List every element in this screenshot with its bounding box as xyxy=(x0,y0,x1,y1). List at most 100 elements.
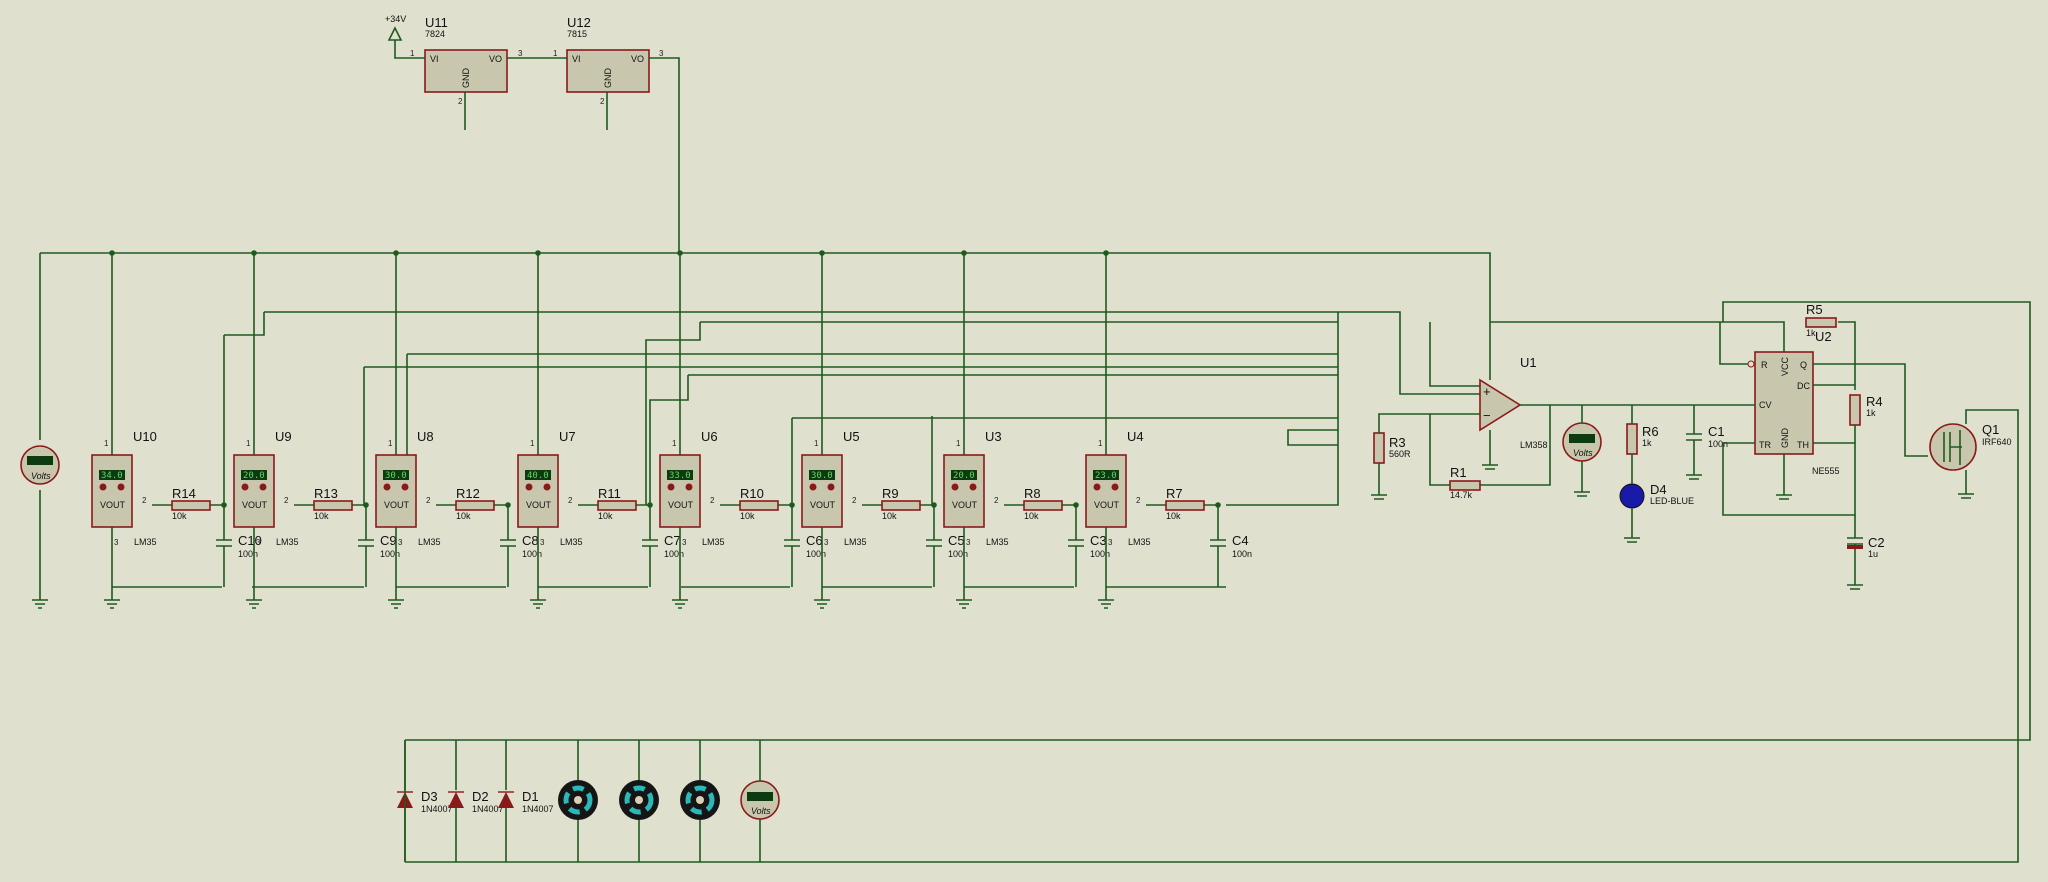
resistor-r9[interactable] xyxy=(881,500,921,511)
resistor-r3[interactable]: R3 560R xyxy=(1371,413,1430,500)
resistor-r14[interactable] xyxy=(171,500,211,511)
svg-text:2: 2 xyxy=(852,496,857,505)
led-d4[interactable]: R6 1k D4 LED-BLUE xyxy=(1619,405,1694,543)
svg-text:1: 1 xyxy=(104,439,109,448)
resistor-r10[interactable] xyxy=(739,500,779,511)
voltmeter-motor[interactable]: Volts xyxy=(740,780,780,820)
svg-text:2: 2 xyxy=(142,496,147,505)
svg-text:VO: VO xyxy=(489,54,502,64)
svg-text:GND: GND xyxy=(1780,428,1790,449)
svg-text:C2: C2 xyxy=(1868,535,1885,550)
svg-text:100n: 100n xyxy=(238,549,258,559)
svg-text:Volts: Volts xyxy=(31,471,51,481)
svg-text:3: 3 xyxy=(659,49,664,58)
voltmeter-output[interactable]: Volts xyxy=(1562,405,1602,497)
svg-text:1: 1 xyxy=(246,439,251,448)
svg-text:7824: 7824 xyxy=(425,29,445,39)
sensor-reading: 33.0 xyxy=(669,471,691,481)
svg-text:R1: R1 xyxy=(1450,465,1467,480)
svg-text:1N4007: 1N4007 xyxy=(522,804,554,814)
svg-text:10k: 10k xyxy=(1166,511,1181,521)
svg-text:VOUT: VOUT xyxy=(1094,500,1120,510)
svg-text:TR: TR xyxy=(1759,440,1771,450)
svg-text:U7: U7 xyxy=(559,429,576,444)
svg-text:3: 3 xyxy=(682,538,687,547)
svg-text:3: 3 xyxy=(114,538,119,547)
svg-text:DC: DC xyxy=(1797,381,1810,391)
svg-text:Volts: Volts xyxy=(751,806,771,816)
svg-text:1N4007: 1N4007 xyxy=(421,804,453,814)
svg-text:2: 2 xyxy=(710,496,715,505)
resistor-r11[interactable] xyxy=(597,500,637,511)
resistor-r1[interactable]: R1 14.7k xyxy=(1449,465,1481,500)
svg-text:R12: R12 xyxy=(456,486,480,501)
svg-text:2: 2 xyxy=(284,496,289,505)
svg-text:100n: 100n xyxy=(1708,439,1728,449)
regulator-u12[interactable]: U12 7815 VI VO GND 1 3 2 xyxy=(553,15,680,253)
svg-text:VCC: VCC xyxy=(1780,356,1790,376)
sensor-reading: 40.0 xyxy=(527,471,549,481)
svg-text:LM35: LM35 xyxy=(844,537,867,547)
svg-text:VOUT: VOUT xyxy=(810,500,836,510)
svg-text:10k: 10k xyxy=(598,511,613,521)
svg-text:100n: 100n xyxy=(1232,549,1252,559)
mosfet-q1[interactable]: Q1 IRF640 xyxy=(405,409,2019,863)
svg-text:1N4007: 1N4007 xyxy=(472,804,504,814)
svg-text:LM35: LM35 xyxy=(702,537,725,547)
motor-1[interactable] xyxy=(558,780,598,820)
svg-text:LM35: LM35 xyxy=(986,537,1009,547)
svg-text:IRF640: IRF640 xyxy=(1982,437,2012,447)
svg-text:R9: R9 xyxy=(882,486,899,501)
svg-text:14.7k: 14.7k xyxy=(1450,490,1473,500)
opamp-u1[interactable]: U1 LM358 + − xyxy=(1429,321,1720,486)
svg-text:VOUT: VOUT xyxy=(952,500,978,510)
svg-text:U3: U3 xyxy=(985,429,1002,444)
sensor-reading: 20.0 xyxy=(953,471,975,481)
svg-text:1: 1 xyxy=(956,439,961,448)
svg-text:10k: 10k xyxy=(172,511,187,521)
svg-text:3: 3 xyxy=(518,49,523,58)
svg-text:R8: R8 xyxy=(1024,486,1041,501)
svg-text:VOUT: VOUT xyxy=(526,500,552,510)
resistor-r5[interactable]: R5 1k xyxy=(1805,302,1837,338)
svg-text:1: 1 xyxy=(410,49,415,58)
timer-u2[interactable]: U2 NE555 R VCC Q DC CV TR GND TH xyxy=(405,301,2031,741)
svg-text:U10: U10 xyxy=(133,429,157,444)
svg-text:10k: 10k xyxy=(314,511,329,521)
svg-text:3: 3 xyxy=(966,538,971,547)
resistor-r8[interactable] xyxy=(1023,500,1063,511)
svg-text:CV: CV xyxy=(1759,400,1772,410)
svg-text:+: + xyxy=(1483,384,1491,399)
resistor-r4[interactable]: R4 1k xyxy=(1849,394,1883,426)
regulator-u11[interactable]: +34V U11 7824 VI VO GND 1 3 2 xyxy=(385,14,567,130)
svg-text:VOUT: VOUT xyxy=(242,500,268,510)
motor-3[interactable] xyxy=(680,780,720,820)
resistor-r13[interactable] xyxy=(313,500,353,511)
svg-text:1k: 1k xyxy=(1806,328,1816,338)
svg-text:U8: U8 xyxy=(417,429,434,444)
svg-text:U6: U6 xyxy=(701,429,718,444)
motor-2[interactable] xyxy=(619,780,659,820)
capacitor-c1[interactable]: C1 100n xyxy=(1686,405,1728,480)
resistor-r12[interactable] xyxy=(455,500,495,511)
sensor-reading: 34.0 xyxy=(101,471,123,481)
voltmeter-input[interactable]: Volts xyxy=(20,445,60,609)
svg-text:2: 2 xyxy=(568,496,573,505)
svg-text:−: − xyxy=(1483,408,1491,423)
resistor-r7[interactable] xyxy=(1165,500,1205,511)
svg-text:7815: 7815 xyxy=(567,29,587,39)
svg-text:Q: Q xyxy=(1800,360,1807,370)
svg-text:VI: VI xyxy=(572,54,581,64)
svg-text:100n: 100n xyxy=(380,549,400,559)
svg-text:U11: U11 xyxy=(425,15,448,30)
